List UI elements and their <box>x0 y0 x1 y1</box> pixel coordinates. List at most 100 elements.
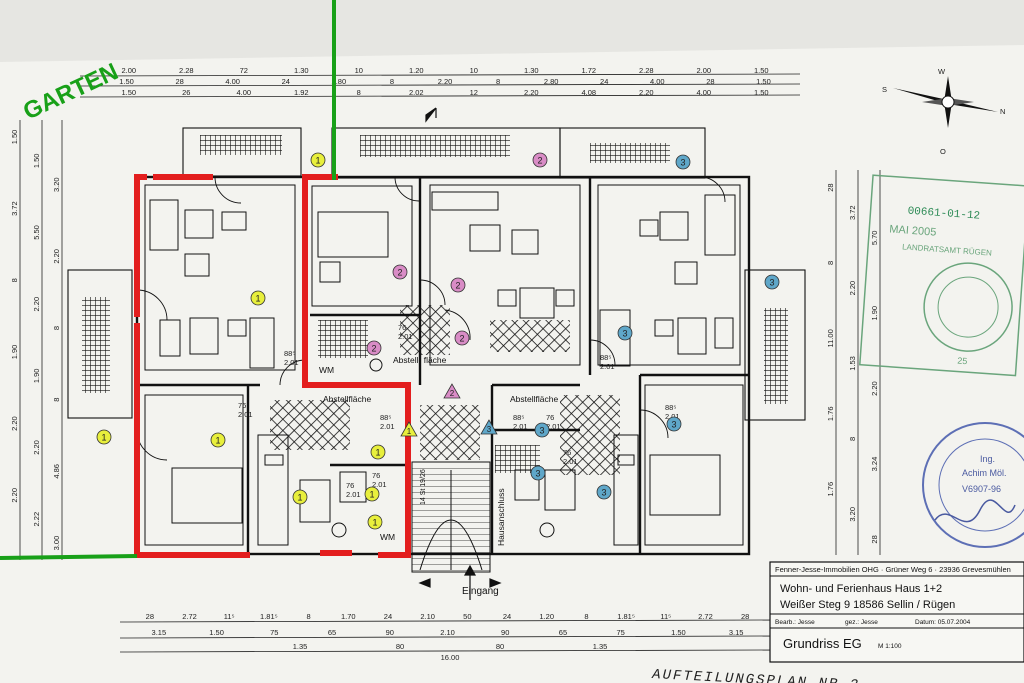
unit-marker-3 <box>596 484 612 500</box>
unit-marker-1 <box>250 290 266 306</box>
unit-marker-2 <box>450 277 466 293</box>
dim-label: 1.76 <box>826 482 835 497</box>
unit-marker-3-number: 3 <box>601 488 606 498</box>
unit-marker-3-number: 3 <box>680 158 685 168</box>
dim-label: 2.20 <box>10 416 19 431</box>
unit-marker-3-number: 3 <box>539 426 544 436</box>
dim-label: 2.02 <box>409 88 424 97</box>
dim-label: 1.20 <box>409 66 424 75</box>
dim-label: 2.00 <box>121 66 136 75</box>
dim-label: 1.50 <box>32 154 41 169</box>
dim-label: 4.08 <box>581 88 596 97</box>
dim-label: 2.20 <box>10 488 19 503</box>
unit-marker-1 <box>370 444 386 460</box>
unit-marker-1 <box>96 429 112 445</box>
dim-label: 8 <box>826 261 835 265</box>
stamp-page-number: 25 <box>957 355 968 366</box>
unit-marker-1-number: 1 <box>297 493 302 503</box>
dim-label: 2.10 <box>420 612 435 621</box>
dim-label: 28 <box>741 612 749 621</box>
dim-label: 1.30 <box>524 66 539 75</box>
label-wm-1: WM <box>319 365 334 375</box>
title-company: Fenner-Jesse-Immobilien OHG · Grüner Weg… <box>775 565 1011 574</box>
dim-label: 3.72 <box>10 201 19 216</box>
unit-marker-2 <box>392 264 408 280</box>
dim-label: 8 <box>307 612 311 621</box>
engineer-stamp-blue: Ing. Achim Möl. V6907-96 <box>922 422 1024 548</box>
dim-label: 26 <box>182 88 190 97</box>
dim-label: 1.50 <box>119 77 134 86</box>
dim-label: 3.72 <box>848 205 857 220</box>
dim-label: 2.20 <box>870 381 879 396</box>
label-wm-2: WM <box>380 532 395 542</box>
triangle-number: 3 <box>487 425 492 434</box>
title-gez: gez.: Jesse <box>845 619 878 626</box>
compass-letter-s: S <box>882 85 887 94</box>
dim-label: 50 <box>463 612 471 621</box>
unit-marker-1-number: 1 <box>215 436 220 446</box>
dim-label: 4.00 <box>696 88 711 97</box>
unit-marker-3 <box>530 465 546 481</box>
dim-label: 2.20 <box>848 281 857 296</box>
dim-label: 2.72 <box>698 612 713 621</box>
dim-label: 1.50 <box>671 628 686 637</box>
dim-label: 90 <box>501 628 509 637</box>
top-dimension-chain <box>79 73 801 98</box>
room-labels: Abstell- fläche Abstellfläche Abstellflä… <box>319 355 558 597</box>
dim-label: 80 <box>396 642 404 651</box>
dim-label: 8 <box>584 612 588 621</box>
unit-marker-3-number: 3 <box>622 329 627 339</box>
triangle-number: 2 <box>450 389 455 398</box>
dim-label: 8 <box>390 77 394 86</box>
dim-label: 28 <box>146 612 154 621</box>
triangle-number: 1 <box>407 427 412 436</box>
dim-label: 2.20 <box>52 249 61 264</box>
title-block: Fenner-Jesse-Immobilien OHG · Grüner Weg… <box>769 561 1024 663</box>
dim-label: 1.50 <box>756 77 771 86</box>
unit-marker-1 <box>310 152 326 168</box>
unit-marker-3 <box>675 154 691 170</box>
dim-label: 3.20 <box>52 177 61 192</box>
dim-label: 75 <box>617 628 625 637</box>
bottom-dimension-chain <box>119 619 771 653</box>
dim-label: 2.20 <box>524 88 539 97</box>
unit-marker-1-number: 1 <box>255 294 260 304</box>
dim-label: 2.00 <box>696 66 711 75</box>
title-date: Datum: 05.07.2004 <box>915 619 971 626</box>
unit-marker-2-number: 2 <box>371 344 376 354</box>
unit-marker-1 <box>367 514 383 530</box>
stamp-date: MAI 2005 <box>889 223 937 238</box>
dim-label: 1.70 <box>341 612 356 621</box>
dim-label: 11⁵ <box>224 612 235 621</box>
dim-label: 8 <box>357 88 361 97</box>
dim-label: 2.72 <box>182 612 197 621</box>
title-sheet: Grundriss EG <box>783 636 862 651</box>
dim-label: 1.50 <box>754 88 769 97</box>
dim-label: 1.50 <box>10 130 19 145</box>
dim-label: 2.20 <box>32 440 41 455</box>
entrance-arrows <box>418 107 502 600</box>
dim-label: 1.81⁵ <box>617 612 635 621</box>
right-dimension-labels: 283.725.7082.201.9011.001.532.201.7683.2… <box>826 183 879 543</box>
title-bearb: Bearb.: Jesse <box>775 619 815 626</box>
dim-label: 1.35 <box>593 642 608 651</box>
dim-label: 2.10 <box>440 628 455 637</box>
dim-label: 65 <box>328 628 336 637</box>
dim-label: 8 <box>10 278 19 282</box>
dim-label: 24 <box>282 77 290 86</box>
dim-label: 2.80 <box>332 77 347 86</box>
compass-letter-w: W <box>938 67 946 76</box>
